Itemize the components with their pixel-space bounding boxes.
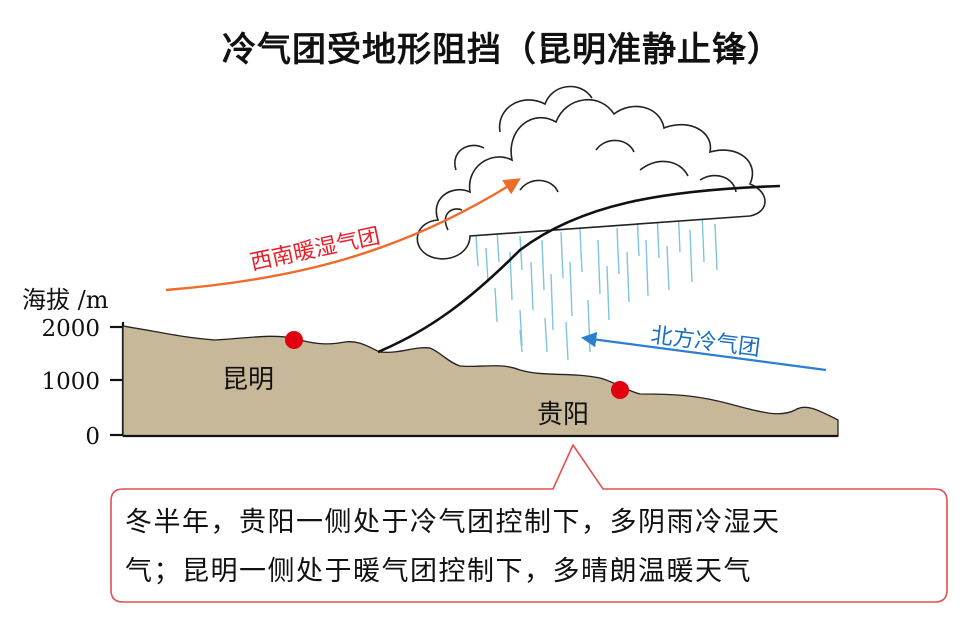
cold-air-arrow (580, 331, 827, 372)
y-tick-0: 0 (85, 424, 100, 450)
cold-air-label: 北方冷气团 (649, 323, 761, 361)
guiyang-dot (611, 381, 629, 399)
callout-line-1: 冬半年，贵阳一侧处于冷气团控制下，多阴雨冷湿天 (125, 507, 781, 538)
callout-box: 冬半年，贵阳一侧处于冷气团控制下，多阴雨冷湿天 气；昆明一侧处于暖气团控制下，多… (111, 487, 947, 601)
rain-streaks (475, 205, 718, 361)
guiyang-label: 贵阳 (537, 400, 589, 430)
warm-air-arrow (165, 178, 521, 292)
y-axis (110, 322, 125, 437)
kunming-dot (285, 331, 303, 349)
y-tick-2000: 2000 (41, 316, 100, 342)
kunming-label: 昆明 (222, 365, 274, 395)
y-tick-1000: 1000 (41, 369, 100, 395)
y-axis-label: 海拔 /m (22, 286, 109, 314)
callout-border (110, 443, 948, 603)
cloud (416, 85, 766, 260)
frontal-surface-line (377, 184, 781, 354)
callout-line-2: 气；昆明一侧处于暖气团控制下，多晴朗温暖天气 (125, 556, 752, 587)
diagram-title: 冷气团受地形阻挡（昆明准静止锋） (222, 30, 782, 70)
